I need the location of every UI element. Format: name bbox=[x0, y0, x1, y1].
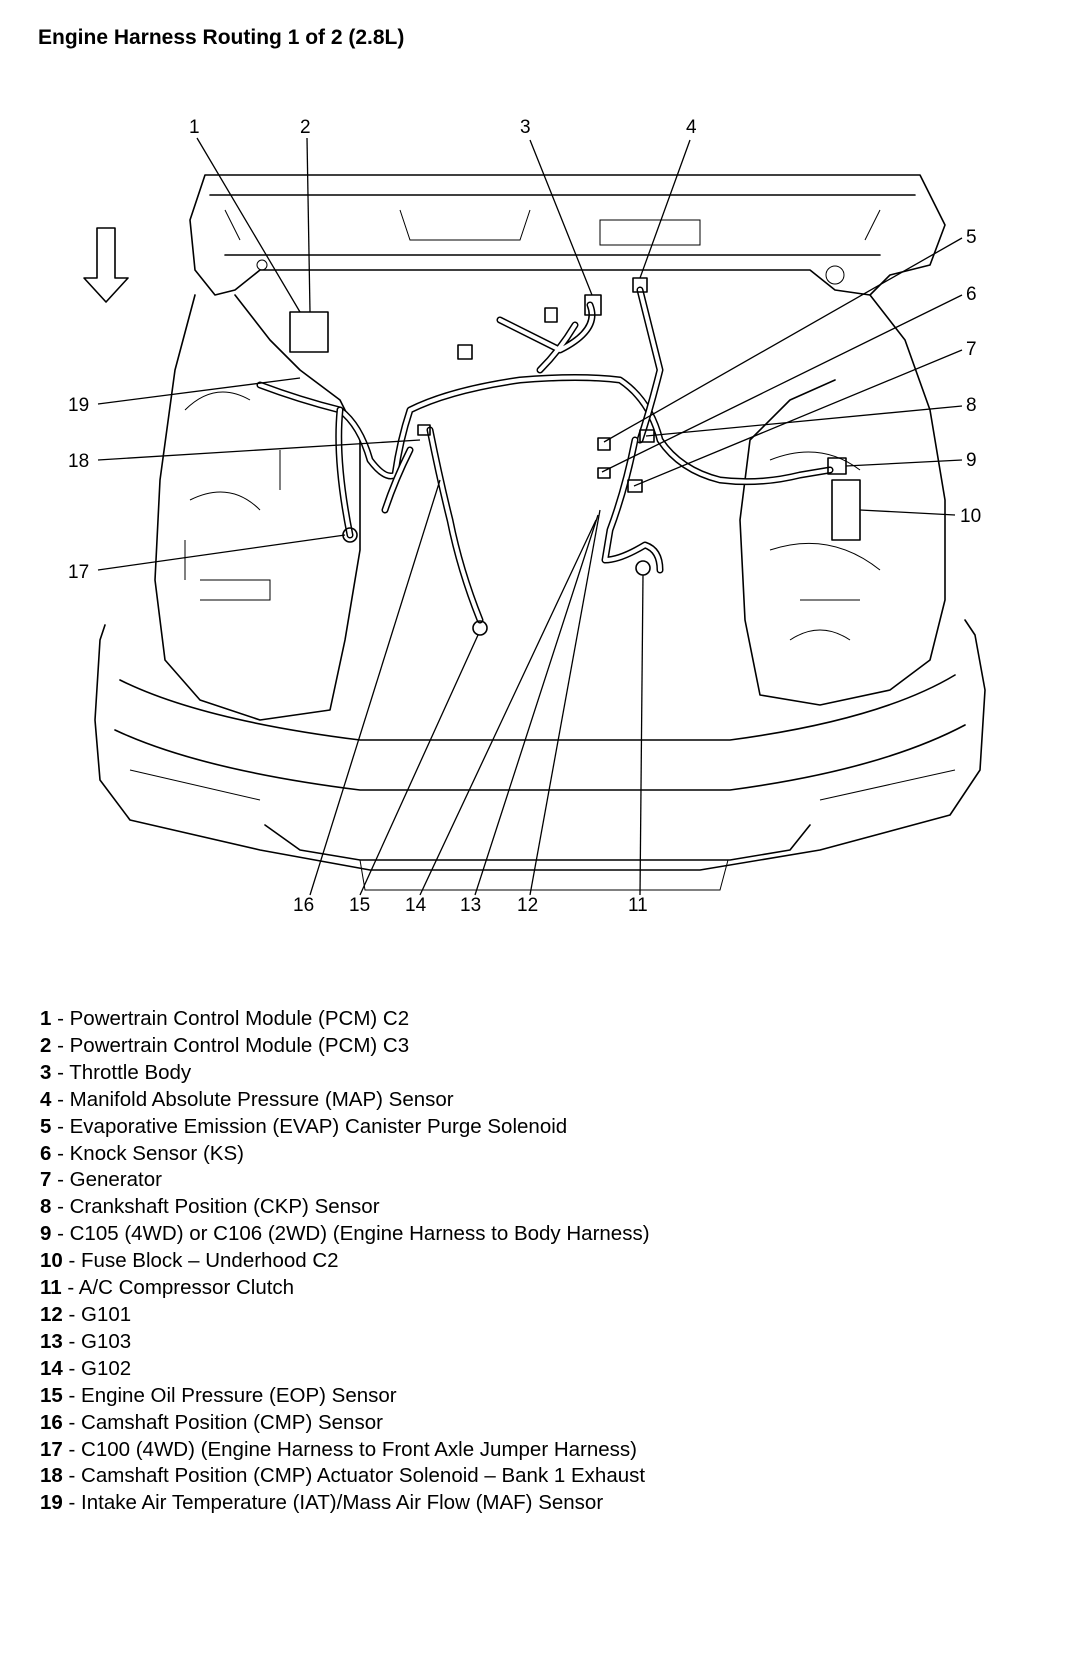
legend-text: - Powertrain Control Module (PCM) C2 bbox=[51, 1007, 410, 1030]
legend-item: 13 - G103 bbox=[40, 1329, 650, 1356]
legend-number: 3 bbox=[40, 1060, 52, 1084]
legend-item: 8 - Crankshaft Position (CKP) Sensor bbox=[40, 1194, 650, 1221]
legend-text: - Generator bbox=[51, 1168, 162, 1192]
legend-item: 14 - G102 bbox=[40, 1356, 650, 1383]
legend-number: 12 bbox=[40, 1302, 63, 1326]
legend-text: - C105 (4WD) or C106 (2WD) (Engine Harne… bbox=[51, 1222, 650, 1246]
callout-labels: 1 2 3 4 5 6 7 8 9 10 11 12 13 14 15 16 1… bbox=[68, 117, 981, 916]
callout-leaders bbox=[97, 137, 963, 896]
legend-text: - Evaporative Emission (EVAP) Canister P… bbox=[51, 1114, 568, 1138]
legend-text: - Fuse Block – Underhood C2 bbox=[62, 1249, 339, 1273]
legend-text: - Knock Sensor (KS) bbox=[51, 1141, 244, 1165]
legend-item: 3 - Throttle Body bbox=[40, 1060, 650, 1087]
legend-item: 18 - Camshaft Position (CMP) Actuator So… bbox=[40, 1463, 650, 1490]
legend-text: - Manifold Absolute Pressure (MAP) Senso… bbox=[51, 1087, 454, 1111]
legend-text: - Camshaft Position (CMP) Actuator Solen… bbox=[62, 1464, 646, 1488]
legend-item: 7 - Generator bbox=[40, 1167, 650, 1194]
callout-7: 7 bbox=[966, 339, 977, 360]
legend-item: 10 - Fuse Block – Underhood C2 bbox=[40, 1248, 650, 1275]
legend-text: - Intake Air Temperature (IAT)/Mass Air … bbox=[62, 1491, 604, 1515]
engine-harness bbox=[256, 277, 861, 636]
component-legend: 1 - Powertrain Control Module (PCM) C2 2… bbox=[40, 1006, 650, 1517]
callout-11: 11 bbox=[628, 895, 648, 916]
legend-item: 17 - C100 (4WD) (Engine Harness to Front… bbox=[40, 1437, 650, 1464]
front-bumper bbox=[94, 619, 986, 891]
callout-10: 10 bbox=[960, 506, 981, 527]
harness-routing-diagram: 1 2 3 4 5 6 7 8 9 10 11 12 13 14 15 16 1… bbox=[68, 117, 986, 916]
legend-item: 16 - Camshaft Position (CMP) Sensor bbox=[40, 1410, 650, 1437]
legend-text: - Camshaft Position (CMP) Sensor bbox=[62, 1410, 383, 1434]
radiator-support bbox=[189, 174, 946, 296]
legend-text: - A/C Compressor Clutch bbox=[61, 1276, 295, 1300]
legend-text: - G102 bbox=[62, 1356, 132, 1380]
callout-9: 9 bbox=[966, 450, 977, 471]
page-title: Engine Harness Routing 1 of 2 (2.8L) bbox=[38, 26, 405, 49]
callout-16: 16 bbox=[293, 895, 314, 916]
callout-14: 14 bbox=[405, 895, 427, 916]
callout-12: 12 bbox=[517, 895, 538, 916]
legend-text: - Powertrain Control Module (PCM) C3 bbox=[51, 1033, 410, 1057]
legend-text: - G103 bbox=[62, 1329, 132, 1353]
callout-19: 19 bbox=[68, 395, 89, 416]
legend-number: 15 bbox=[40, 1383, 63, 1407]
right-inner-fender bbox=[739, 294, 946, 706]
legend-text: - C100 (4WD) (Engine Harness to Front Ax… bbox=[62, 1437, 638, 1461]
legend-number: 2 bbox=[40, 1033, 52, 1057]
legend-item: 6 - Knock Sensor (KS) bbox=[40, 1141, 650, 1168]
legend-number: 1 bbox=[40, 1007, 52, 1030]
legend-number: 17 bbox=[40, 1437, 63, 1461]
callout-2: 2 bbox=[300, 117, 311, 138]
legend-number: 14 bbox=[40, 1356, 63, 1380]
callout-1: 1 bbox=[189, 117, 200, 138]
legend-number: 10 bbox=[40, 1249, 63, 1273]
left-inner-fender bbox=[154, 294, 361, 721]
legend-item: 4 - Manifold Absolute Pressure (MAP) Sen… bbox=[40, 1087, 650, 1114]
callout-15: 15 bbox=[349, 895, 370, 916]
callout-18: 18 bbox=[68, 451, 89, 472]
legend-item: 11 - A/C Compressor Clutch bbox=[40, 1275, 650, 1302]
callout-5: 5 bbox=[966, 227, 977, 248]
callout-4: 4 bbox=[686, 117, 697, 138]
legend-number: 5 bbox=[40, 1114, 52, 1138]
callout-8: 8 bbox=[966, 395, 977, 416]
legend-number: 4 bbox=[40, 1087, 52, 1111]
legend-text: - Crankshaft Position (CKP) Sensor bbox=[51, 1195, 380, 1219]
legend-item: 1 - Powertrain Control Module (PCM) C2 bbox=[40, 1006, 650, 1033]
callout-3: 3 bbox=[520, 117, 531, 138]
legend-number: 11 bbox=[40, 1276, 62, 1300]
legend-text: - G101 bbox=[62, 1302, 132, 1326]
legend-item: 5 - Evaporative Emission (EVAP) Canister… bbox=[40, 1114, 650, 1141]
callout-17: 17 bbox=[68, 562, 89, 583]
legend-number: 19 bbox=[40, 1491, 63, 1515]
legend-text: - Throttle Body bbox=[51, 1060, 192, 1084]
legend-item: 9 - C105 (4WD) or C106 (2WD) (Engine Har… bbox=[40, 1221, 650, 1248]
legend-number: 6 bbox=[40, 1141, 52, 1165]
legend-number: 7 bbox=[40, 1168, 52, 1192]
legend-number: 8 bbox=[40, 1195, 52, 1219]
legend-item: 15 - Engine Oil Pressure (EOP) Sensor bbox=[40, 1383, 650, 1410]
legend-item: 2 - Powertrain Control Module (PCM) C3 bbox=[40, 1033, 650, 1060]
legend-number: 13 bbox=[40, 1329, 63, 1353]
front-direction-arrow-icon bbox=[83, 227, 129, 303]
callout-6: 6 bbox=[966, 284, 977, 305]
legend-number: 18 bbox=[40, 1464, 63, 1488]
legend-number: 9 bbox=[40, 1222, 52, 1246]
legend-number: 16 bbox=[40, 1410, 63, 1434]
legend-item: 19 - Intake Air Temperature (IAT)/Mass A… bbox=[40, 1490, 650, 1517]
legend-text: - Engine Oil Pressure (EOP) Sensor bbox=[62, 1383, 397, 1407]
legend-item: 12 - G101 bbox=[40, 1302, 650, 1329]
callout-13: 13 bbox=[460, 895, 481, 916]
